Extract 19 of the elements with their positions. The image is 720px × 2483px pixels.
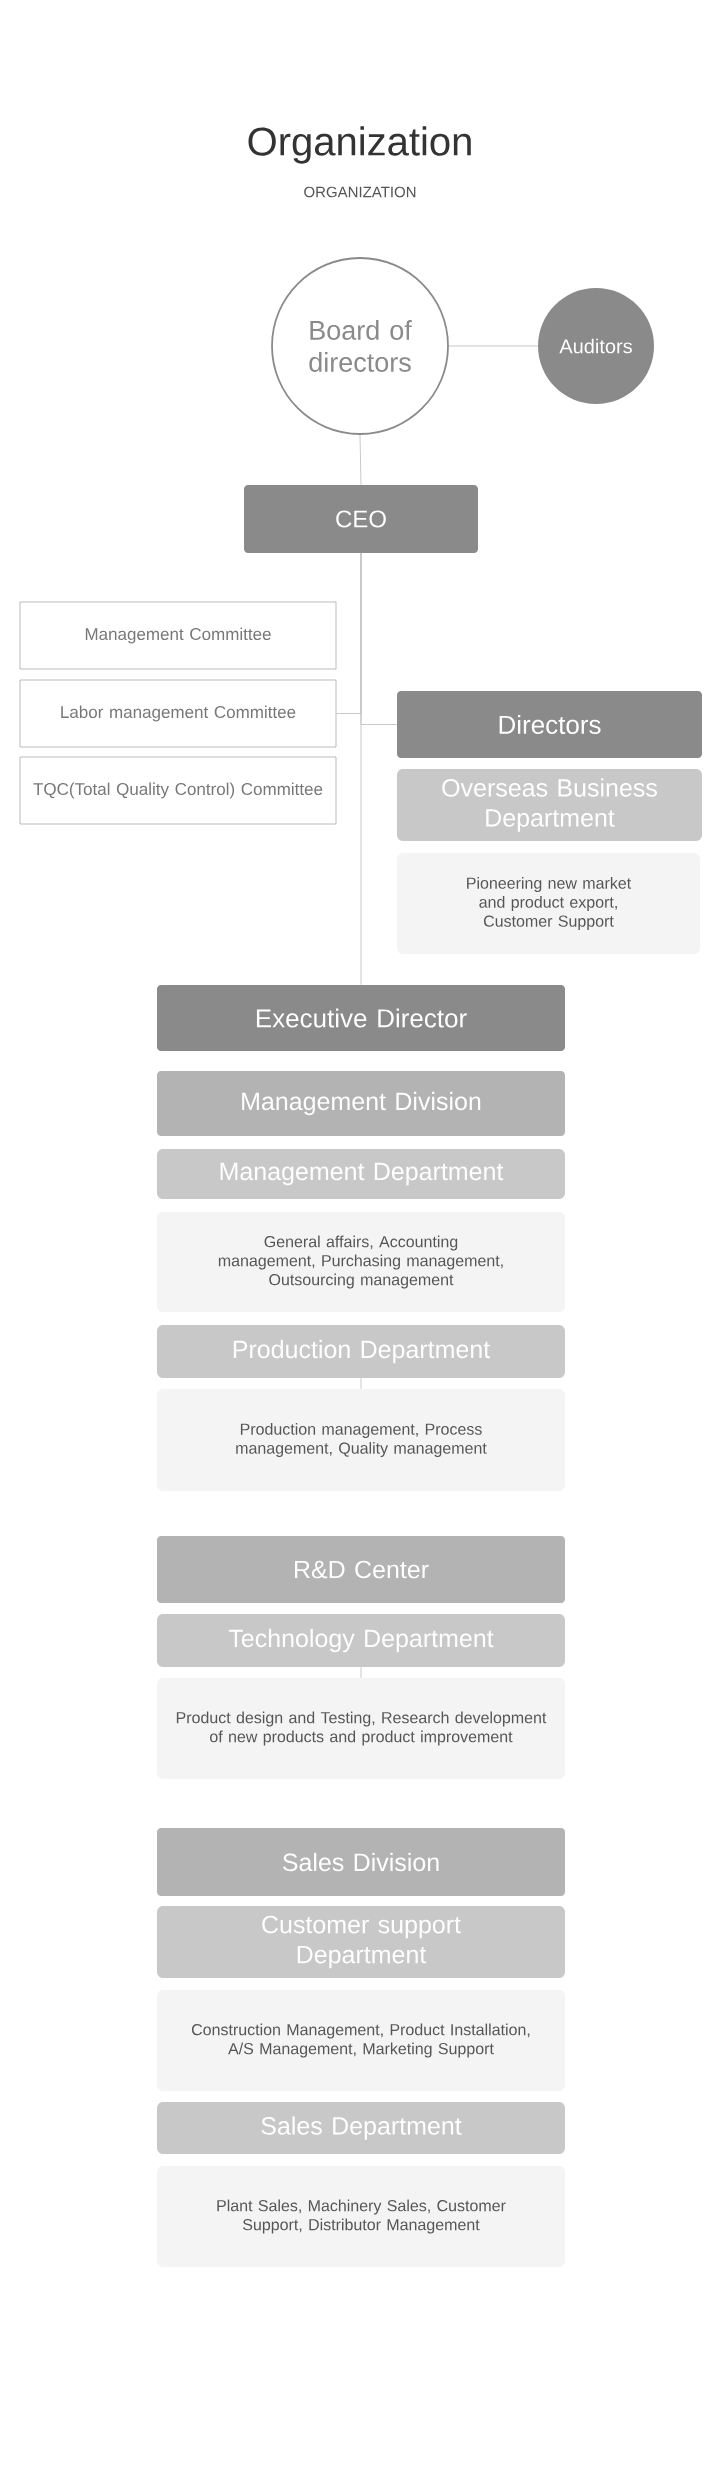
- division-box: Management Division: [157, 1071, 565, 1136]
- committee-box: Management Committee: [19, 601, 337, 670]
- committee-box: TQC(Total Quality Control) Committee: [19, 756, 337, 825]
- division-box: R&D Center: [157, 1536, 565, 1603]
- title-box: Executive Director: [157, 985, 565, 1051]
- subtitle: ORGANIZATION: [304, 186, 416, 198]
- title: Organization: [248, 126, 471, 164]
- connector-line: [359, 434, 362, 486]
- description-box: Production management, Process management, Quality management: [157, 1389, 565, 1491]
- title-box: CEO: [244, 485, 478, 553]
- description-box: Product design and Testing, Research development of new products and product improvement: [157, 1678, 565, 1779]
- connector-line: [360, 552, 362, 986]
- description-box: General affairs, Accounting management, Purchasing management, Outsourcing management: [157, 1212, 565, 1312]
- division-box: Sales Division: [157, 1828, 565, 1896]
- description-box: Construction Management, Product Installation, A/S Management, Marketing Support: [157, 1990, 565, 2091]
- committee-box: Labor management Committee: [19, 679, 337, 748]
- title-box: Directors: [397, 691, 702, 758]
- description-box: Plant Sales, Machinery Sales, Customer Support, Distributor Management: [157, 2166, 565, 2268]
- description-box: Pioneering new market and product export, Customer Support: [397, 853, 700, 954]
